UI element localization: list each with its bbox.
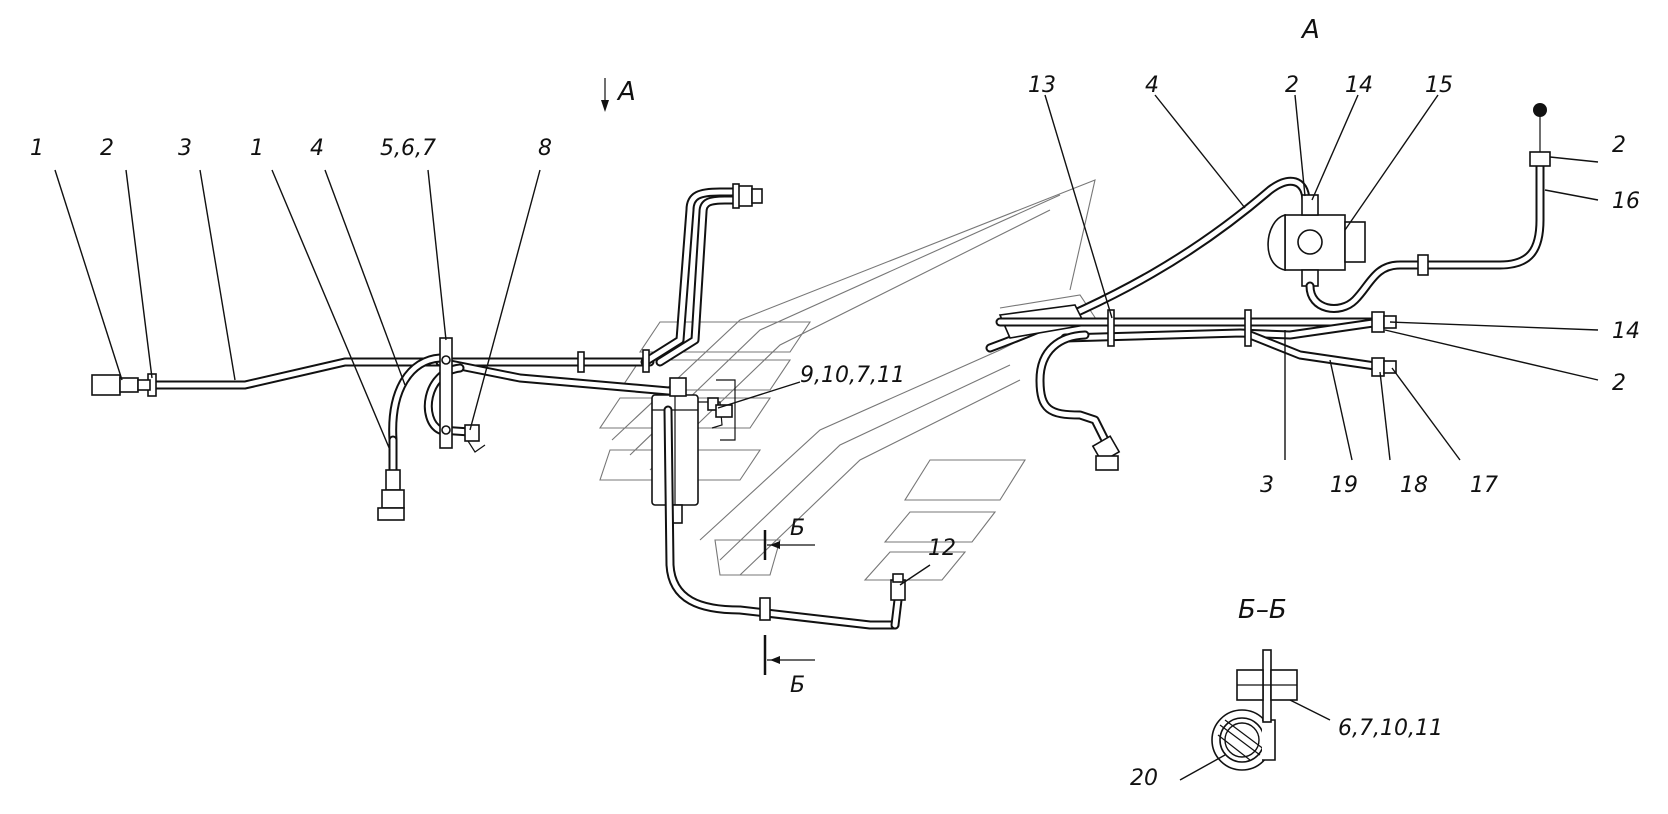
callout-6-7-10-11: 6,7,10,11: [1338, 716, 1443, 741]
section-cut-marks: [763, 530, 815, 675]
callout-4a: 4: [310, 136, 324, 161]
callout-labels: 1 2 3 1 4 5,6,7 8 9,10,7,11 12 13 4 2 14…: [30, 15, 1640, 791]
callout-13: 13: [1028, 73, 1056, 98]
callout-16: 16: [1612, 189, 1640, 214]
view-arrow-a: [601, 78, 609, 112]
callout-4b: 4: [1145, 73, 1159, 98]
callout-2d: 2: [1612, 371, 1626, 396]
view-label-main: А: [616, 77, 636, 107]
callout-2b: 2: [1285, 73, 1299, 98]
callout-5-6-7: 5,6,7: [380, 136, 436, 161]
section-mark-lower: Б: [790, 673, 805, 698]
callout-12: 12: [928, 536, 956, 561]
callout-3a: 3: [178, 136, 192, 161]
section-title: Б–Б: [1238, 595, 1287, 625]
filter-assembly: [651, 377, 906, 630]
callout-2a: 2: [100, 136, 114, 161]
left-pipe-assembly: [91, 183, 763, 521]
section-b-b-detail: [1211, 649, 1298, 771]
callout-1a: 1: [30, 136, 44, 161]
callout-1b: 1: [250, 136, 264, 161]
section-mark-upper: Б: [790, 516, 805, 541]
right-pipe-assembly: [985, 103, 1551, 471]
callout-19: 19: [1330, 473, 1358, 498]
callout-15: 15: [1425, 73, 1453, 98]
callout-17: 17: [1470, 473, 1498, 498]
view-label-top: А: [1300, 15, 1320, 45]
callout-2c: 2: [1612, 133, 1626, 158]
callout-3b: 3: [1260, 473, 1274, 498]
callout-14a: 14: [1345, 73, 1373, 98]
callout-14b: 14: [1612, 319, 1640, 344]
callout-8: 8: [538, 136, 552, 161]
callout-9-10-7-11: 9,10,7,11: [800, 363, 905, 388]
callout-18: 18: [1400, 473, 1428, 498]
callout-20: 20: [1130, 766, 1158, 791]
leader-lines: [54, 94, 1599, 781]
